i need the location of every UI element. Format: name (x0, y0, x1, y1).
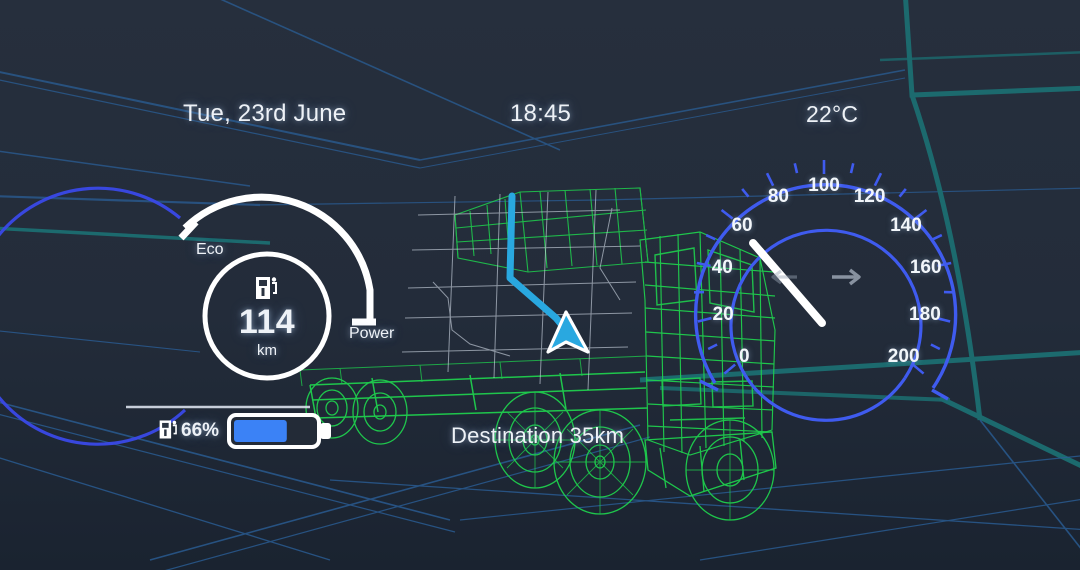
speed-tick-40: 40 (711, 257, 733, 279)
speed-tick-120: 120 (853, 185, 886, 207)
speed-tick-160: 160 (909, 257, 942, 279)
speed-tick-60: 60 (731, 214, 753, 236)
speed-tick-0: 0 (739, 345, 750, 367)
ev-charging-station-icon (256, 276, 277, 299)
battery-percent-label: 66% (181, 420, 220, 441)
range-inner-circle (202, 251, 332, 381)
battery-fill (234, 420, 287, 442)
speed-tick-100: 100 (808, 175, 840, 196)
turn-right-arrow-icon (832, 268, 861, 286)
speed-tick-80: 80 (767, 185, 789, 207)
navigation-arrow-icon (546, 310, 590, 354)
speed-tick-140: 140 (890, 214, 922, 236)
turn-left-arrow-icon (771, 269, 797, 285)
range-readout: 114 km (205, 254, 329, 378)
speed-tick-180: 180 (909, 304, 941, 326)
speedometer-needle (749, 239, 826, 327)
ev-charging-station-icon (159, 420, 177, 439)
speedometer-outer-arc (693, 183, 958, 389)
header-date: Tue, 23rd June (183, 100, 347, 127)
destination-label: Destination 35km (451, 423, 625, 448)
gauge-outer-ring (0, 186, 187, 446)
header-time: 18:45 (510, 100, 572, 127)
speedometer-inner-arc (729, 228, 923, 379)
speedometer-ticks (693, 160, 955, 375)
gauge-frame-arc (178, 193, 376, 326)
range-unit: km (257, 341, 277, 359)
battery-indicator (227, 413, 331, 449)
speed-tick-200: 200 (887, 345, 920, 367)
gauge-segments (172, 225, 307, 373)
power-label: Power (349, 325, 395, 342)
speed-tick-20: 20 (712, 304, 734, 326)
range-value: 114 (238, 302, 296, 341)
eco-label: Eco (196, 241, 224, 258)
header-temperature: 22°C (806, 101, 859, 127)
